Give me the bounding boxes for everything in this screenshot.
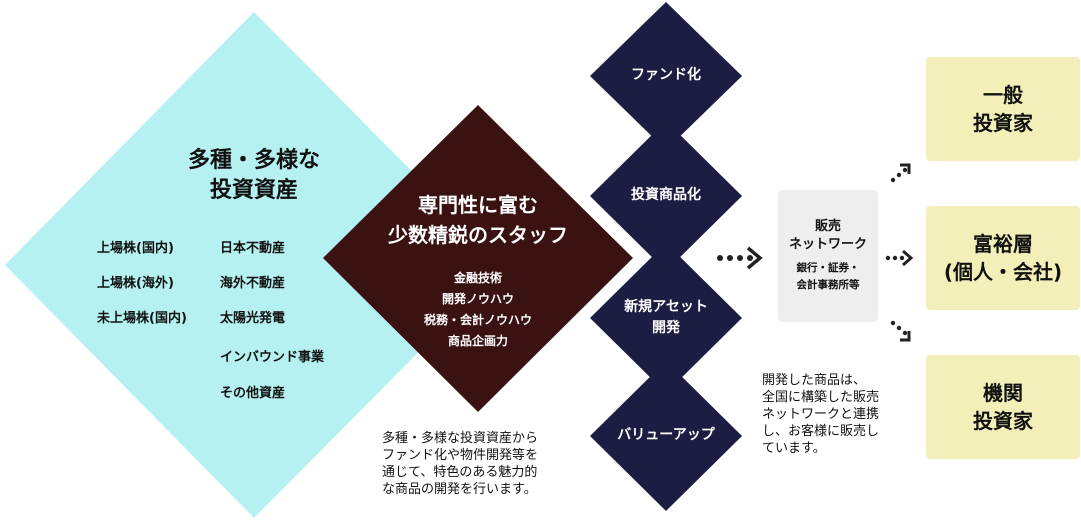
arrow-right-small-icon: [885, 249, 914, 267]
investor-box-general: 一般 投資家: [926, 57, 1080, 161]
network-title-line1: 販売: [814, 219, 841, 234]
asset-item: 上場株(海外): [97, 276, 174, 291]
asset-item: その他資産: [220, 386, 286, 401]
step-label-newasset: 新規アセット 開発: [596, 297, 736, 339]
investor-line: 投資家: [973, 409, 1033, 433]
investor-line: 富裕層: [973, 232, 1033, 256]
staff-skills: 金融技術 開発ノウハウ 税務・会計ノウハウ 商品企画力: [398, 268, 558, 352]
staff-title-line2: 少数精鋭のスタッフ: [388, 223, 568, 247]
staff-title-line1: 専門性に富む: [418, 193, 538, 217]
investor-line: 投資家: [973, 111, 1033, 135]
investor-line: (個人・会社): [943, 260, 1063, 284]
asset-item: 海外不動産: [220, 276, 286, 291]
investor-box-wealthy: 富裕層 (個人・会社): [926, 206, 1080, 310]
network-title: 販売 ネットワーク: [778, 218, 878, 254]
step-line: 新規アセット: [624, 299, 708, 315]
network-subtitle: 銀行・証券・ 会計事務所等: [778, 260, 878, 294]
arrow-up-right-icon: [890, 163, 911, 183]
step-line: 投資商品化: [631, 187, 701, 203]
asset-item: インバウンド事業: [220, 350, 325, 365]
process-diamond-newasset: [590, 243, 742, 393]
arrow-down-right-icon: [890, 320, 911, 342]
step-label-valueup: バリューアップ: [596, 425, 736, 446]
assets-title-line2: 投資資産: [209, 178, 298, 203]
staff-description: 多種・多様な投資資産から ファンド化や物件開発等を 通じて、特色のある魅力的 な…: [382, 431, 539, 497]
staff-diamond: [323, 105, 633, 412]
network-sub-line1: 銀行・証券・: [796, 262, 860, 274]
staff-title: 専門性に富む 少数精鋭のスタッフ: [358, 190, 598, 250]
process-diamond-valueup: [590, 361, 742, 511]
assets-title: 多種・多様な 投資資産: [154, 146, 354, 206]
staff-skill: 開発ノウハウ: [441, 292, 514, 306]
investor-line: 一般: [983, 83, 1023, 107]
step-line: バリューアップ: [617, 427, 715, 443]
investor-line: 機関: [983, 381, 1023, 405]
network-sub-line2: 会計事務所等: [796, 279, 860, 291]
network-description: 開発した商品は、 全国に構築した販売 ネットワークと連携 し、お客様に販売し て…: [762, 373, 880, 456]
process-diamond-product: [590, 121, 742, 271]
sales-network-box: 販売 ネットワーク 銀行・証券・ 会計事務所等: [778, 190, 878, 322]
staff-skill: 金融技術: [453, 271, 502, 285]
asset-item: 日本不動産: [220, 241, 286, 256]
asset-item: 太陽光発電: [220, 311, 286, 326]
step-label-product: 投資商品化: [596, 185, 736, 206]
step-label-fund: ファンド化: [596, 65, 736, 86]
step-line: ファンド化: [631, 67, 701, 83]
investor-box-institutional: 機関 投資家: [926, 355, 1080, 459]
asset-item: 上場株(国内): [97, 241, 174, 256]
network-title-line2: ネットワーク: [788, 237, 867, 252]
step-line: 開発: [652, 320, 680, 336]
process-diamond-fund: [590, 2, 742, 150]
staff-skill: 税務・会計ノウハウ: [423, 313, 532, 327]
assets-title-line1: 多種・多様な: [187, 148, 320, 173]
arrow-right-icon: [717, 246, 763, 270]
assets-diamond: [5, 12, 505, 518]
staff-skill: 商品企画力: [447, 334, 508, 348]
asset-item: 未上場株(国内): [97, 311, 187, 326]
